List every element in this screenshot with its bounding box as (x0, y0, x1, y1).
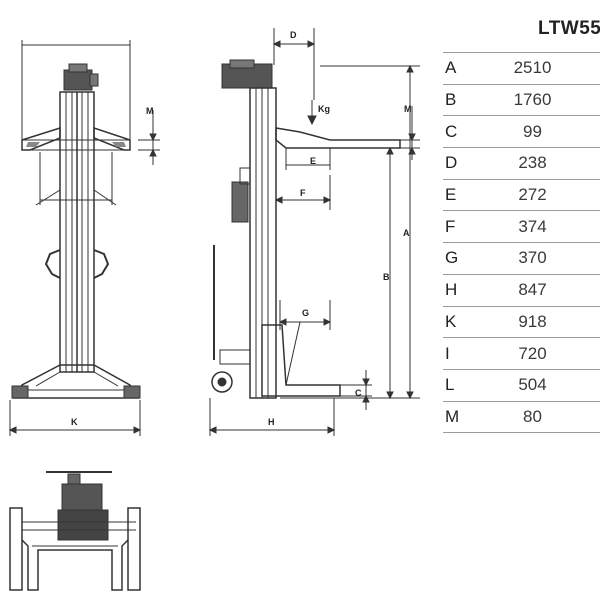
label-g: G (302, 308, 309, 318)
spec-letter: K (443, 306, 485, 339)
spec-value: 720 (485, 337, 600, 370)
spec-letter: E (443, 179, 485, 212)
label-d: D (290, 30, 297, 40)
label-m-side: M (404, 104, 412, 114)
label-e: E (310, 156, 316, 166)
label-f: F (300, 188, 306, 198)
spec-letter: D (443, 147, 485, 180)
spec-value: 374 (485, 210, 600, 244)
model-title: LTW55 (538, 18, 600, 39)
label-b: B (383, 272, 390, 282)
spec-value: 2510 (485, 52, 600, 85)
label-a: A (403, 228, 410, 238)
front-view: M K (8, 40, 160, 436)
spec-value: 80 (485, 401, 600, 434)
spec-letter: F (443, 210, 485, 244)
spec-value: 272 (485, 179, 600, 212)
top-view (9, 471, 141, 591)
spec-letter: M (443, 401, 485, 434)
spec-letter: G (443, 242, 485, 275)
label-h: H (268, 417, 275, 427)
technical-drawing: M K (8, 28, 420, 591)
spec-value: 918 (485, 306, 600, 339)
side-view: D Kg E M (208, 28, 420, 436)
spec-letter: C (443, 115, 485, 149)
spec-letter: I (443, 337, 485, 370)
spec-letter: A (443, 52, 485, 85)
label-m-front: M (146, 106, 154, 116)
spec-letter: H (443, 274, 485, 307)
label-kg: Kg (318, 104, 330, 114)
spec-value: 99 (485, 115, 600, 149)
spec-value: 504 (485, 369, 600, 402)
spec-value: 238 (485, 147, 600, 180)
label-k: K (71, 417, 78, 427)
spec-value: 1760 (485, 84, 600, 117)
spec-letter: B (443, 84, 485, 117)
label-c: C (355, 388, 362, 398)
spec-letter: L (443, 369, 485, 402)
spec-value: 370 (485, 242, 600, 275)
spec-value: 847 (485, 274, 600, 307)
